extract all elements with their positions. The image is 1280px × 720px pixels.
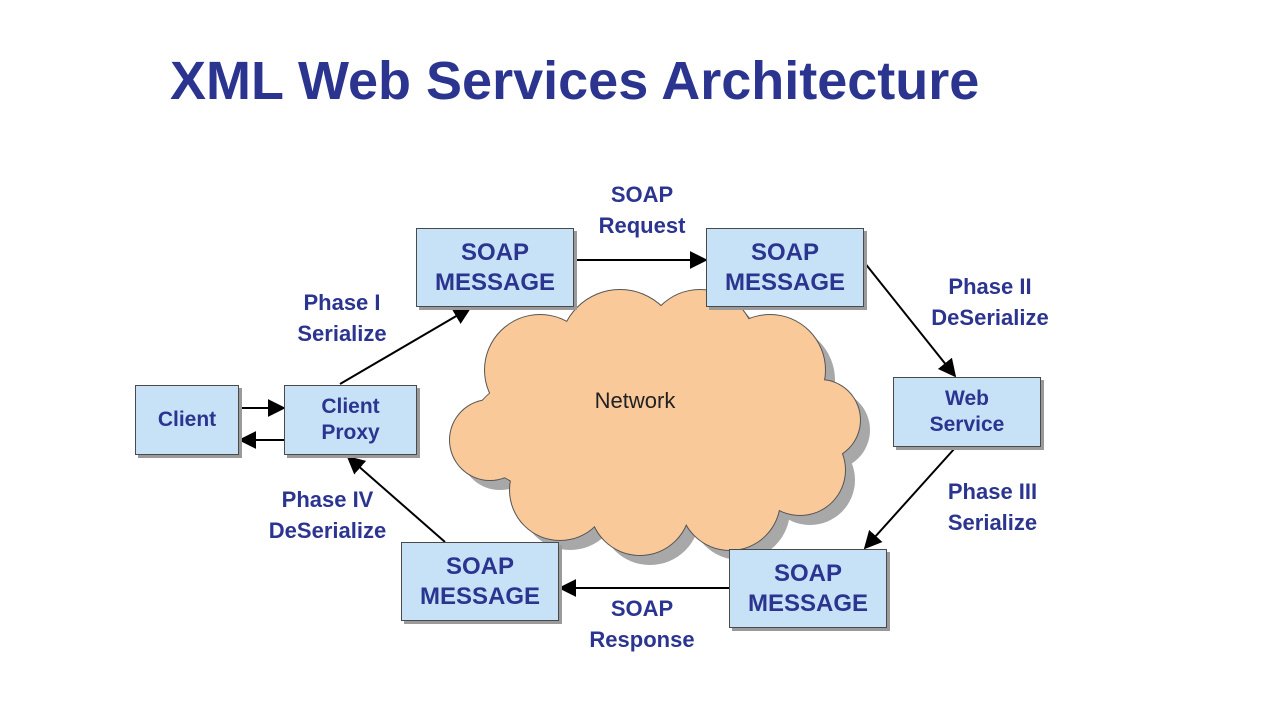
arrow-phase-3 <box>863 447 956 550</box>
page-title: XML Web Services Architecture <box>170 51 980 111</box>
arrow-phase-1 <box>339 307 472 385</box>
arrow-phase-4 <box>346 455 446 543</box>
soap-message-top-right-box: SOAP MESSAGE <box>706 228 864 307</box>
soap-response-label: SOAP Response <box>589 596 695 652</box>
network-label: Network <box>594 388 676 413</box>
soap-message-bottom-right-box: SOAP MESSAGE <box>729 549 887 628</box>
phase-4-label: Phase IV DeSerialize <box>268 487 387 543</box>
client-box: Client <box>135 385 239 455</box>
soap-message-top-left-box: SOAP MESSAGE <box>416 228 574 307</box>
phase-2-label: Phase II DeSerialize <box>931 274 1049 330</box>
web-service-box: Web Service <box>893 377 1041 447</box>
phase-3-label: Phase III Serialize <box>947 479 1038 535</box>
soap-message-bottom-left-box: SOAP MESSAGE <box>401 542 559 621</box>
soap-request-label: SOAP Request <box>598 182 686 238</box>
arrow-phase-2 <box>863 261 957 378</box>
network-cloud <box>450 290 860 555</box>
phase-1-label: Phase I Serialize <box>297 290 387 346</box>
client-proxy-box: Client Proxy <box>284 385 417 455</box>
